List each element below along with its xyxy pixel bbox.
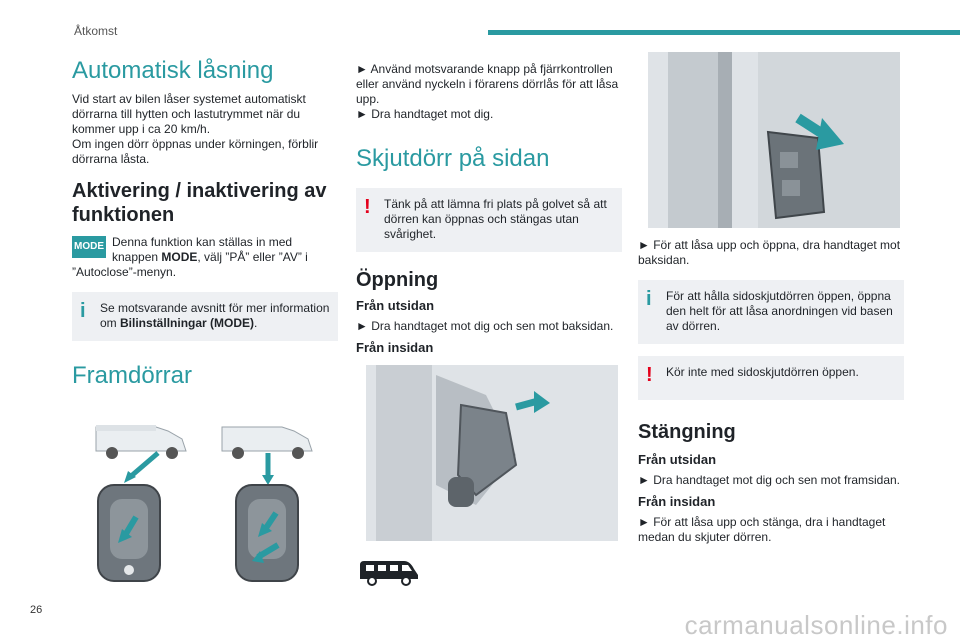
header-accent-bar — [488, 30, 960, 35]
auto-lock-paragraph-1: Vid start av bilen låser systemet automa… — [72, 92, 306, 136]
sliding-door-inside-handle-photo — [366, 365, 618, 541]
inside-handle-illustration — [366, 365, 618, 541]
warning-icon: ! — [364, 196, 371, 218]
column-1: Automatisk låsning Vid start av bilen lå… — [72, 52, 338, 585]
closing-inside-text: ► För att låsa upp och stänga, dra i han… — [638, 515, 886, 544]
closing-outside-label: Från utsidan — [638, 452, 717, 467]
sliding-door-title: Skjutdörr på sidan — [356, 145, 550, 172]
activation-title: Aktivering / inaktivering av funktionen — [72, 180, 327, 226]
info-icon: i — [80, 300, 86, 322]
opening-outside-label: Från utsidan — [356, 298, 435, 313]
warning-icon: ! — [646, 364, 653, 386]
pull-handle-instruction: ► Dra handtaget mot dig. — [356, 107, 494, 121]
front-door-handle-illustration — [95, 425, 313, 582]
front-doors-title: Framdörrar — [72, 362, 193, 389]
page-number: 26 — [30, 604, 43, 616]
activation-block: MODE Denna funktion kan ställas in med k… — [72, 235, 338, 280]
auto-lock-title: Automatisk låsning — [72, 57, 274, 84]
closing-outside-text: ► Dra handtaget mot dig och sen mot fram… — [638, 473, 901, 487]
door-lock-illustration — [648, 52, 900, 228]
column-3: ► För att låsa upp och öppna, dra handta… — [638, 52, 904, 545]
watermark: carmanualsonline.info — [684, 610, 948, 640]
closing-title: Stängning — [638, 421, 736, 443]
auto-lock-paragraph-2: Om ingen dörr öppnas under körningen, fö… — [72, 137, 319, 166]
warning-box-floor: ! Tänk på att lämna fri plats på golvet … — [356, 188, 622, 252]
sliding-door-base-photo — [648, 52, 900, 228]
opening-outside-text: ► Dra handtaget mot dig och sen mot baks… — [356, 319, 614, 333]
closing-inside-label: Från insidan — [638, 494, 716, 509]
info-box-settings: i Se motsvarande avsnitt för mer informa… — [72, 292, 338, 341]
opening-title: Öppning — [356, 269, 439, 291]
section-header: Åtkomst — [74, 24, 118, 38]
activation-text: Denna funktion kan ställas in med knappe… — [72, 235, 308, 279]
warning-box-drive: ! Kör inte med sidoskjutdörren öppen. — [638, 356, 904, 400]
info-icon: i — [646, 288, 652, 310]
unlock-instruction: ► Använd motsvarande knapp på fjärrkontr… — [356, 62, 619, 106]
opening-inside-label: Från insidan — [356, 340, 434, 355]
mode-button-icon: MODE — [72, 236, 106, 258]
info-box-keep-open: i För att hålla sidoskjutdörren öppen, ö… — [638, 280, 904, 344]
minibus-icon — [360, 561, 418, 586]
unlock-open-instruction: ► För att låsa upp och öppna, dra handta… — [638, 238, 901, 267]
column-2: ► Använd motsvarande knapp på fjärrkontr… — [356, 52, 622, 587]
